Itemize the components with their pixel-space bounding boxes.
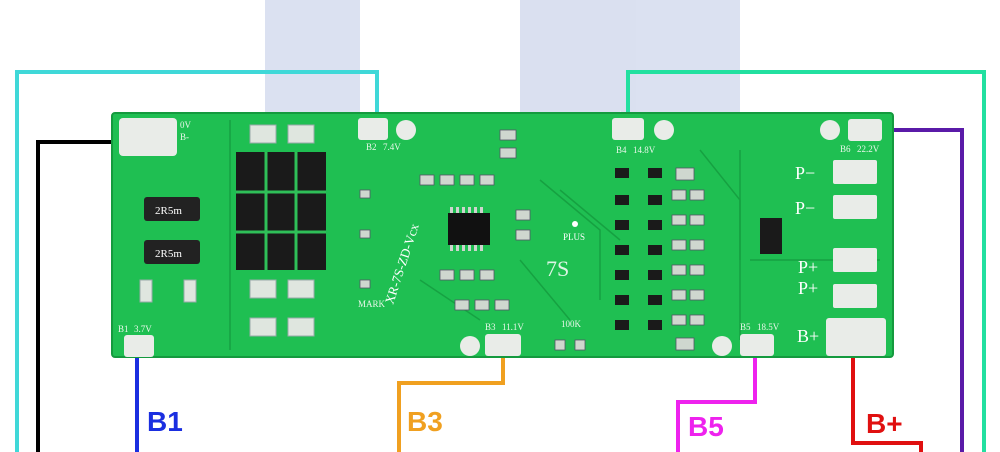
pad-b4 — [612, 118, 644, 140]
hole-b4 — [654, 120, 674, 140]
pad-b2 — [358, 118, 388, 140]
wire-label-b5: B5 — [688, 411, 724, 442]
pad-b5 — [740, 334, 774, 356]
plus-label: PLUS — [563, 232, 585, 242]
wire-b-plus — [851, 345, 923, 452]
shunt-2-label: 2R5m — [155, 248, 182, 260]
label-b1-v: 3.7V — [134, 324, 152, 334]
label-b3-v: 11.1V — [502, 322, 524, 332]
pcb-board: 0V B- B1 3.7V B2 7.4V B3 11.1V B4 14.8V … — [111, 112, 894, 358]
label-b-plus: B+ — [797, 326, 819, 346]
pad-p-plus-2 — [833, 284, 877, 308]
hole-b3 — [460, 336, 480, 356]
ic-pins — [450, 207, 483, 251]
controller-ic — [448, 213, 490, 245]
plus-dot — [572, 221, 578, 227]
label-b2-v: 7.4V — [383, 142, 401, 152]
transistor-column — [615, 168, 782, 330]
label-b5: B5 — [740, 322, 751, 332]
mark-label: MARK — [358, 299, 386, 309]
shunt-resistor-2 — [144, 240, 200, 264]
capacitors — [139, 124, 315, 337]
label-b1: B1 — [118, 324, 129, 334]
label-p-plus-2: P+ — [798, 278, 818, 298]
wire-b4 — [626, 70, 986, 452]
wire-label-b-plus: B+ — [866, 408, 903, 439]
label-b3: B3 — [485, 322, 496, 332]
pad-p-minus-2 — [833, 195, 877, 219]
pad-b1 — [124, 335, 154, 357]
hole-b2 — [396, 120, 416, 140]
label-b4-v: 14.8V — [633, 145, 656, 155]
label-p-minus-2: P− — [795, 198, 815, 218]
label-b6: B6 — [840, 144, 851, 154]
wire-b5 — [676, 345, 757, 452]
wire-b2 — [15, 70, 379, 452]
label-p-plus-1: P+ — [798, 257, 818, 277]
hole-b5 — [712, 336, 732, 356]
hole-b6 — [820, 120, 840, 140]
label-p-minus-1: P− — [795, 163, 815, 183]
label-b-minus: B- — [180, 132, 189, 142]
wire-b3 — [397, 345, 505, 452]
series-label: 7S — [546, 256, 569, 281]
pad-b6 — [848, 119, 882, 141]
wire-label-b1: B1 — [147, 406, 183, 437]
label-zero-v: 0V — [180, 120, 192, 130]
label-b2: B2 — [366, 142, 377, 152]
pad-b-plus — [826, 318, 886, 356]
shunt-1-label: 2R5m — [155, 205, 182, 217]
label-b6-v: 22.2V — [857, 144, 880, 154]
pad-b3 — [485, 334, 521, 356]
res-100k-label: 100K — [561, 319, 582, 329]
label-b5-v: 18.5V — [757, 322, 780, 332]
smd-components — [359, 129, 705, 351]
pad-b-minus — [119, 118, 177, 156]
pad-p-minus-1 — [833, 160, 877, 184]
pcb-traces — [229, 120, 880, 350]
mosfet-bank — [236, 152, 326, 270]
wire-label-b3: B3 — [407, 406, 443, 437]
pad-p-plus-1 — [833, 248, 877, 272]
label-b4: B4 — [616, 145, 627, 155]
shunt-resistor-1 — [144, 197, 200, 221]
